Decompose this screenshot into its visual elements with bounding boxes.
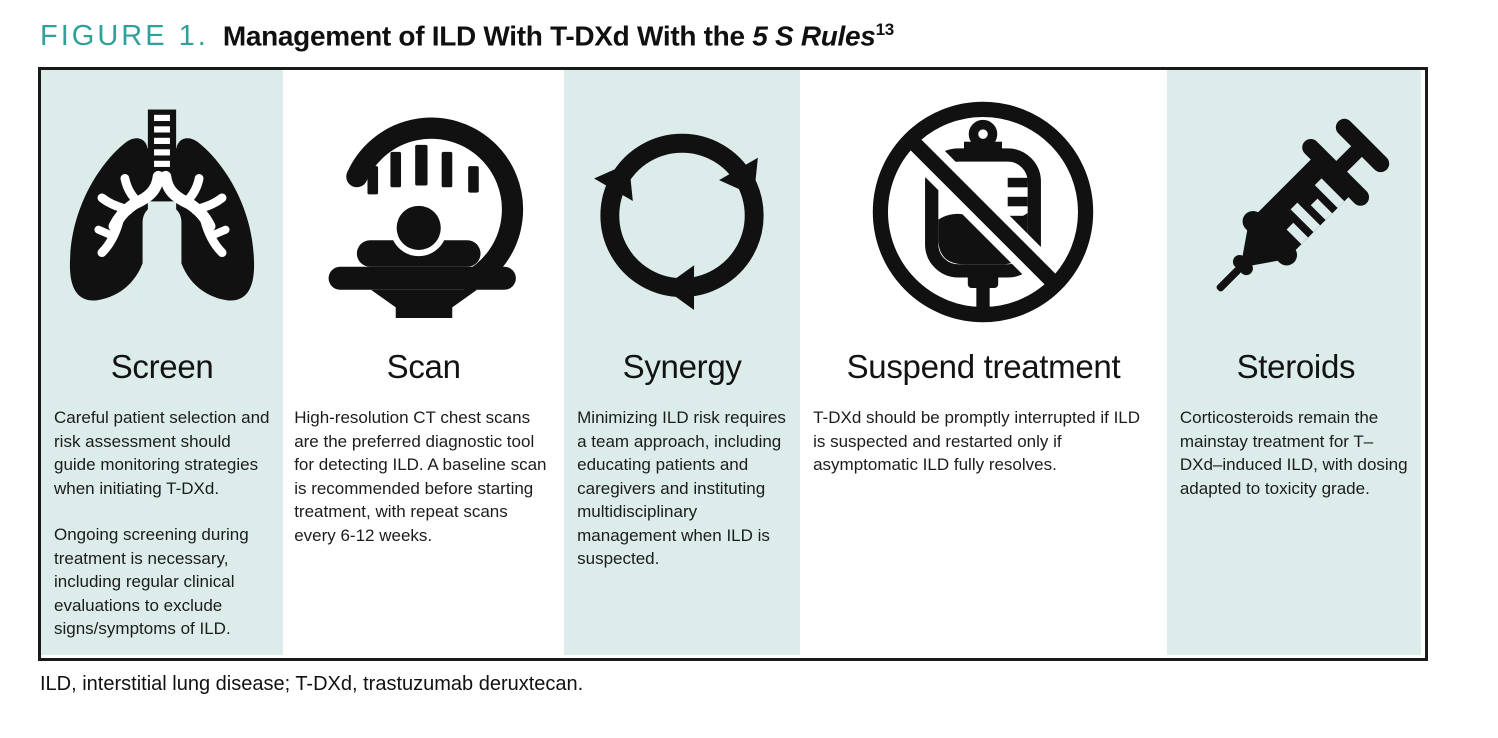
column-screen: Screen Careful patient selection and ris… xyxy=(41,70,284,659)
column-paragraph: Minimizing ILD risk requires a team appr… xyxy=(577,408,786,569)
column-heading-screen: Screen xyxy=(110,348,214,386)
column-heading-scan: Scan xyxy=(386,348,461,386)
footnote: ILD, interstitial lung disease; T-DXd, t… xyxy=(40,673,584,696)
column-paragraph: T-DXd should be promptly interrupted if … xyxy=(813,408,1141,475)
figure-title-reference: 13 xyxy=(875,20,895,39)
scan-icon-area xyxy=(294,70,553,340)
column-suspend-treatment: Suspend treatment T-DXd should be prompt… xyxy=(800,70,1167,658)
column-heading-synergy: Synergy xyxy=(622,348,742,386)
figure-title-row: FIGURE 1. Management of ILD With T-DXd Wi… xyxy=(40,20,1498,53)
lungs-icon xyxy=(70,109,255,305)
figure-box: Screen Careful patient selection and ris… xyxy=(38,67,1428,662)
column-paragraph: High-resolution CT chest scans are the p… xyxy=(294,408,547,545)
figure-title-italic: 5 S Rules xyxy=(752,20,876,52)
syringe-icon xyxy=(1216,119,1390,292)
column-paragraph: Careful patient selection and risk asses… xyxy=(54,408,270,498)
screen-icon-area xyxy=(54,70,270,340)
column-paragraph: Corticosteroids remain the mainstay trea… xyxy=(1179,408,1408,498)
column-steroids: Steroids Corticosteroids remain the main… xyxy=(1166,70,1425,659)
column-scan: Scan High-resolution CT chest scans are … xyxy=(283,70,564,658)
column-heading-steroids: Steroids xyxy=(1236,348,1356,386)
ct-scanner-icon xyxy=(328,117,523,319)
suspend-icon-area xyxy=(813,70,1154,340)
figure-title: Management of ILD With T-DXd With the 5 … xyxy=(223,20,894,52)
figure-title-text: Management of ILD With T-DXd With the xyxy=(222,20,753,52)
column-heading-suspend-treatment: Suspend treatment xyxy=(846,348,1121,386)
cycle-arrows-icon xyxy=(579,134,785,318)
synergy-icon-area xyxy=(577,70,787,340)
column-synergy: Synergy Minimizing ILD risk requires a t… xyxy=(564,70,801,659)
column-paragraph: Ongoing screening during treatment is ne… xyxy=(54,525,249,638)
steroids-icon-area xyxy=(1180,70,1412,340)
no-infusion-icon xyxy=(873,102,1094,323)
figure-label: FIGURE 1. xyxy=(40,20,209,53)
